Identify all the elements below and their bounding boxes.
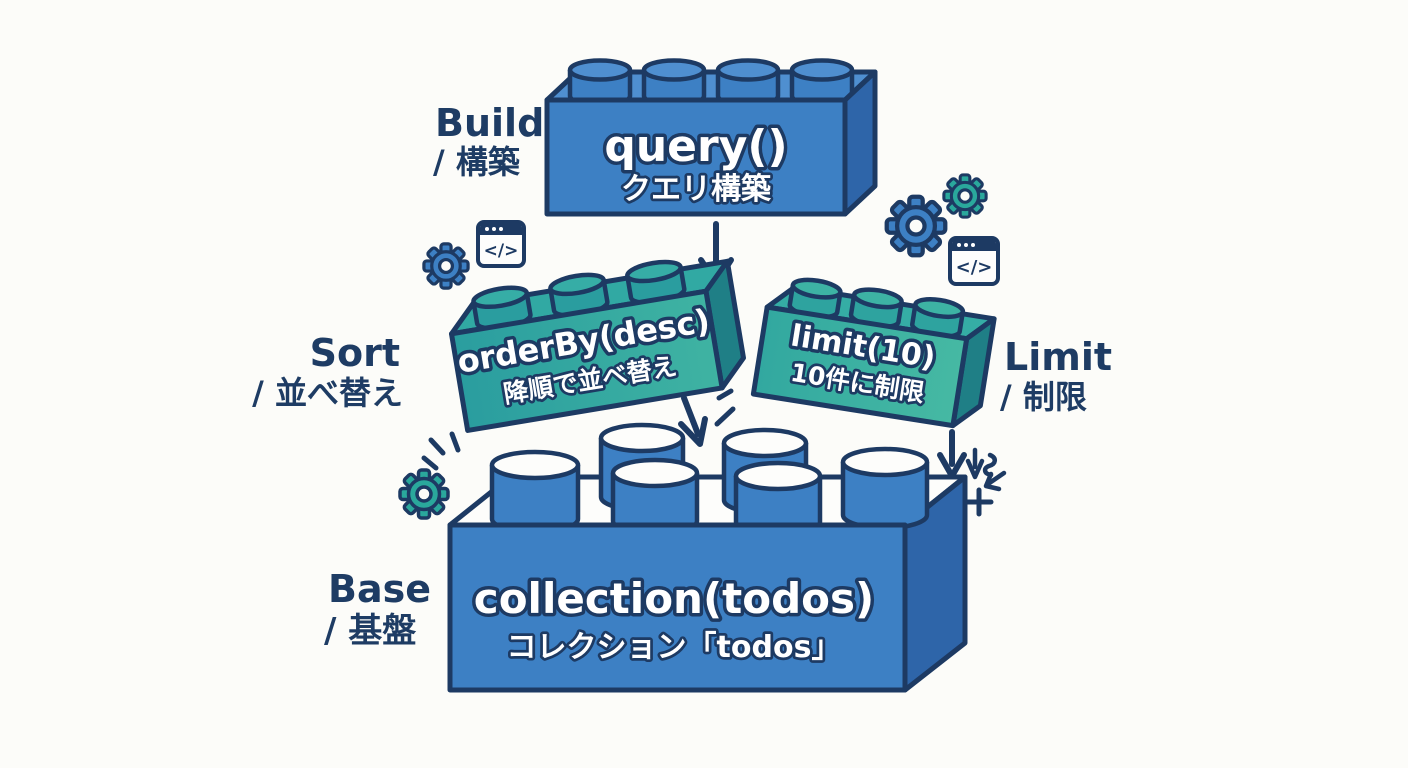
code-window-icon-right: </> xyxy=(948,236,1000,286)
brick-orderby-studs xyxy=(471,259,687,331)
code-window-icon-left: </> xyxy=(476,220,526,268)
impact-sparks-left xyxy=(421,431,461,471)
small-snap-arrows xyxy=(964,447,1007,517)
label-base-ja: / 基盤 xyxy=(324,611,416,651)
gear-icon-blue-right xyxy=(887,197,946,256)
brick-orderby-front-face xyxy=(448,288,725,433)
brick-query: query() クエリ構築 xyxy=(544,58,878,217)
gear-icon-teal-right xyxy=(942,173,988,219)
label-base: Base / 基盤 xyxy=(324,567,431,651)
brick-query-code: query() xyxy=(604,121,787,172)
brick-query-caption: クエリ構築 xyxy=(621,172,772,207)
gear-icon-teal-lower-left xyxy=(398,468,450,520)
label-sort-ja: / 並べ替え xyxy=(252,374,403,412)
label-sort: Sort / 並べ替え xyxy=(252,331,403,412)
squiggle-mark xyxy=(982,452,997,478)
arrow-down-to-base xyxy=(678,395,708,447)
brick-collection: collection(todos) コレクション「todos」 xyxy=(447,422,968,693)
brick-collection-studs-front xyxy=(489,449,823,538)
code-glyph: </> xyxy=(484,241,519,261)
label-base-en: Base xyxy=(328,567,431,611)
label-limit-ja: / 制限 xyxy=(1000,378,1087,416)
label-build-ja: / 構築 xyxy=(433,143,521,181)
brick-query-front-face xyxy=(544,97,848,217)
label-sort-en: Sort xyxy=(310,331,400,375)
impact-dashes-right-of-arrow xyxy=(714,388,736,427)
brick-query-side-face xyxy=(842,69,878,217)
label-build-en: Build xyxy=(435,101,544,145)
label-build: Build / 構築 xyxy=(433,101,544,181)
brick-collection-code: collection(todos) xyxy=(474,574,874,623)
brick-limit: limit(10) 10件に制限 xyxy=(750,277,997,429)
brick-collection-caption: コレクション「todos」 xyxy=(507,630,842,665)
label-limit-en: Limit xyxy=(1004,335,1112,379)
arrow-limit-to-base xyxy=(937,429,967,479)
plus-mark xyxy=(964,487,994,517)
brick-limit-studs xyxy=(787,277,966,339)
label-limit: Limit / 制限 xyxy=(1000,335,1112,416)
brick-collection-front-face xyxy=(447,522,908,693)
brick-orderby: orderBy(desc) 降順で並べ替え xyxy=(448,258,746,433)
brick-limit-front-face xyxy=(750,304,970,429)
code-glyph: </> xyxy=(956,257,993,278)
gear-icon-blue-left xyxy=(422,242,470,290)
